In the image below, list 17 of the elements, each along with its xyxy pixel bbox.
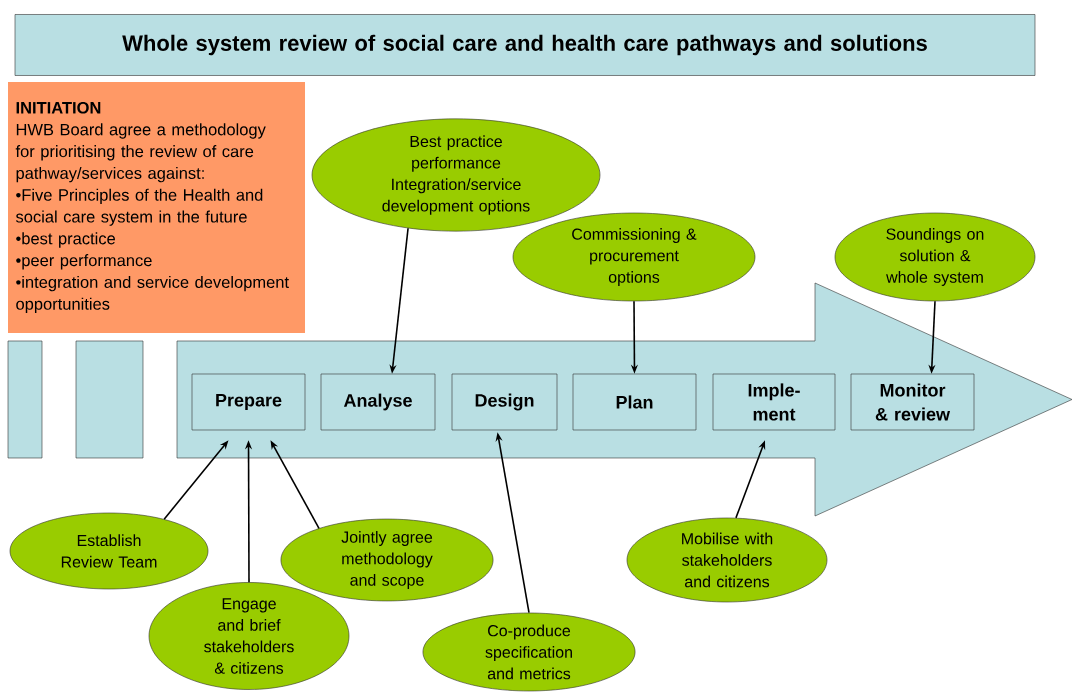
stage-box: Monitor & review — [850, 373, 975, 431]
oval-callout: Commissioning & procurement options — [512, 212, 756, 302]
title-banner: Whole system review of social care and health care pathways and solutions — [14, 14, 1036, 76]
oval-callout: Mobilise with stakeholders and citizens — [626, 517, 828, 603]
oval-callout: Co-produce specification and metrics — [422, 612, 636, 692]
stage-box: Plan — [572, 373, 697, 431]
stage-box: Prepare — [191, 373, 306, 431]
bar — [7, 340, 43, 459]
text-panel: INITIATION HWB Board agree a methodology for prioritising the review of care pathway/services against: •Five Principles of the Health and social care system in the future •best practice •peer performance •integration and service development opportunities — [8, 82, 305, 333]
oval-callout: Soundings on solution & whole system — [834, 212, 1036, 302]
oval-callout: Jointly agree methodology and scope — [280, 518, 494, 602]
oval-callout: Establish Review Team — [9, 512, 209, 590]
stage-box: Analyse — [320, 373, 436, 431]
bar — [75, 340, 144, 459]
oval-callout: Engage and brief stakeholders & citizens — [148, 582, 350, 690]
stage-box: Imple- ment — [712, 373, 836, 431]
stage-box: Design — [451, 373, 558, 431]
